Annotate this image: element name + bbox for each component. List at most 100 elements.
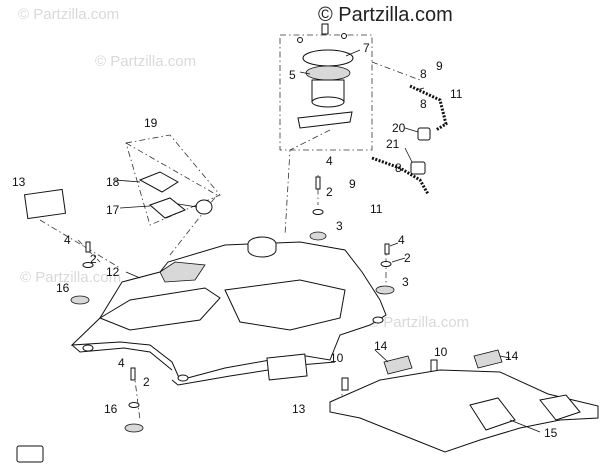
callout-13-lower: 13	[292, 402, 306, 416]
fuel-tank	[70, 236, 387, 386]
hardware	[70, 176, 438, 433]
sender-plate	[138, 171, 179, 193]
fuel-hose-upper	[409, 84, 448, 132]
callout-4-left: 4	[64, 233, 71, 247]
callout-9-upper: 9	[436, 59, 443, 73]
tank-flange-left	[71, 344, 173, 371]
callout-14-right: 14	[505, 349, 519, 363]
fuel-level-sender	[138, 171, 213, 219]
callout-2-left: 2	[90, 252, 97, 266]
callout-3-right: 3	[402, 275, 409, 289]
callout-4-front: 4	[118, 356, 125, 370]
tank-sender-opening	[159, 261, 206, 283]
callout-labels: 7 5 8 9 11 8 20 21 8 9 11 4 2 3 4 2 3 19…	[12, 41, 558, 440]
callout-19: 19	[144, 116, 158, 130]
washer-right	[380, 261, 392, 267]
bolt-center	[315, 176, 321, 190]
callout-17: 17	[106, 203, 120, 217]
tank-flange-front	[171, 361, 336, 386]
bolt-left	[85, 241, 91, 253]
washer-front	[128, 402, 140, 408]
diagram-corner-icon	[16, 445, 44, 463]
pad-14-left	[383, 355, 413, 375]
pump-mounting-bracket	[297, 111, 353, 129]
pad-13-lower	[266, 353, 308, 381]
tank-mount-hole-left	[82, 344, 94, 352]
skid-plate	[329, 369, 599, 453]
callout-8-mid: 8	[420, 97, 427, 111]
tank-filler-cap	[247, 236, 277, 250]
pump-gasket	[305, 65, 351, 81]
washer-left	[82, 262, 94, 268]
pump-flange-top	[302, 49, 354, 67]
callout-2-front: 2	[143, 375, 150, 389]
callout-3-center: 3	[336, 219, 343, 233]
guide-pump-to-hose	[371, 61, 421, 81]
tank-mount-hole-right	[372, 316, 384, 324]
watermark-right: © Partzilla.com	[368, 314, 469, 331]
tank-right-panel	[224, 279, 346, 331]
callout-18: 18	[106, 175, 120, 189]
bolt-plate-left	[341, 377, 349, 391]
pad-14-right	[473, 349, 503, 369]
grommet-front	[124, 423, 144, 433]
callout-2-right: 2	[404, 251, 411, 265]
callout-7: 7	[363, 41, 370, 55]
fuel-hoses	[371, 84, 448, 195]
grommet-center	[309, 231, 327, 241]
pump-assembly-box	[279, 34, 373, 151]
skid-plate-body	[329, 369, 599, 453]
leader-lines	[114, 49, 541, 433]
callout-10-left: 10	[330, 351, 344, 365]
watermark-group: © Partzilla.com © Partzilla.com © Partzi…	[18, 6, 469, 331]
callout-20: 20	[392, 121, 406, 135]
skid-plate-tab-left	[469, 397, 516, 431]
callout-16-front: 16	[104, 402, 118, 416]
bolt-front	[130, 367, 136, 381]
callout-21: 21	[386, 137, 400, 151]
callout-8-lower: 8	[395, 161, 402, 175]
sender-float-arm	[177, 203, 198, 208]
callout-2-center: 2	[326, 185, 333, 199]
callout-14-left: 14	[374, 339, 388, 353]
bolt-right	[384, 243, 390, 255]
fuel-hose-lower	[371, 156, 430, 195]
callout-11-upper: 11	[450, 87, 463, 101]
callout-13-upper: 13	[12, 175, 26, 189]
grommet-left	[70, 295, 90, 305]
callout-4-center: 4	[326, 154, 333, 168]
callout-16-left: 16	[56, 281, 70, 295]
watermark-left: © Partzilla.com	[20, 269, 121, 286]
callout-11-lower: 11	[370, 202, 383, 216]
pad-13-upper	[23, 188, 67, 220]
fuel-pump-assembly	[297, 23, 354, 129]
callout-12: 12	[106, 265, 120, 279]
guide-label-13	[39, 219, 121, 269]
tank-left-panel	[98, 287, 221, 331]
callout-4-right: 4	[398, 233, 405, 247]
callout-9-lower: 9	[349, 177, 356, 191]
callout-8-upper: 8	[420, 67, 427, 81]
pump-screw-1	[297, 37, 303, 43]
sender-float	[195, 199, 213, 215]
guide-sender-box	[125, 142, 218, 256]
skid-plate-tab-right	[539, 394, 581, 421]
rubber-pads	[23, 188, 503, 381]
watermark-upper-left: © Partzilla.com	[95, 53, 196, 70]
brand-watermark: © Partzilla.com	[318, 4, 453, 26]
grommet-right	[375, 285, 395, 295]
callout-5: 5	[289, 68, 296, 82]
sender-gasket	[149, 197, 186, 219]
callout-10-right: 10	[434, 345, 448, 359]
pump-body-base	[311, 96, 345, 108]
hose-clamp-20	[417, 127, 431, 141]
watermark-top-left: © Partzilla.com	[18, 6, 119, 23]
sender-assembly-box	[125, 134, 221, 226]
guide-pump-to-tank	[284, 129, 331, 236]
washer-center	[312, 209, 324, 215]
pump-screw-top	[321, 23, 329, 35]
tank-mount-hole-front	[177, 374, 189, 382]
fuel-filter-21	[410, 161, 426, 175]
